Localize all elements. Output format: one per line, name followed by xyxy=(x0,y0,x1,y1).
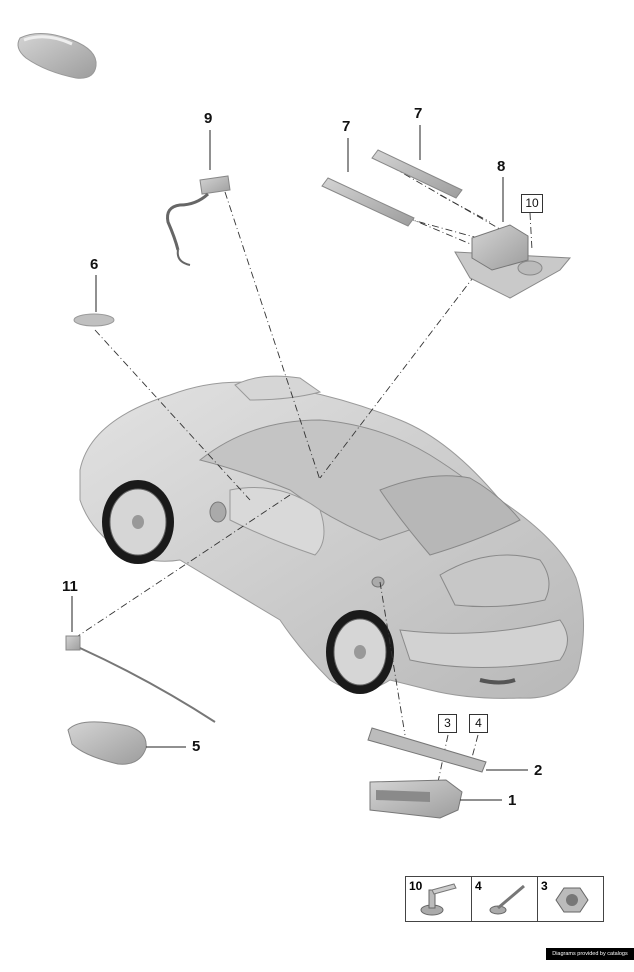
callout-7-left: 7 xyxy=(342,118,351,135)
callout-2: 2 xyxy=(534,762,543,779)
nut-icon xyxy=(555,887,589,913)
antenna-cable-part-9 xyxy=(166,175,231,266)
legend-num-10: 10 xyxy=(409,879,423,893)
legend-num-4: 4 xyxy=(475,879,482,893)
cover-part-5 xyxy=(67,721,147,765)
rear-wheel xyxy=(326,610,394,694)
control-unit-part-8 xyxy=(454,224,572,299)
callout-1: 1 xyxy=(508,792,517,809)
legend-cell-10: 10 xyxy=(406,877,472,921)
bracket-part-2 xyxy=(367,727,487,773)
bolt-with-washer-icon xyxy=(420,883,457,916)
key-fob-icon xyxy=(17,33,97,79)
callout-6: 6 xyxy=(90,256,99,273)
module-part-1 xyxy=(369,779,463,819)
boxed-ref-3: 3 xyxy=(438,714,457,733)
antenna-rod-part-7-upper xyxy=(371,149,463,199)
callout-5: 5 xyxy=(192,738,201,755)
boxed-ref-10: 10 xyxy=(521,194,543,213)
callout-11: 11 xyxy=(62,578,78,595)
car-body xyxy=(79,375,584,699)
hardware-legend: 10 4 3 xyxy=(405,876,604,922)
antenna-rod-part-7-lower xyxy=(321,177,415,227)
pad-part-6 xyxy=(73,313,115,327)
footer-credit: Diagrams provided by catalogs parts xyxy=(546,948,634,969)
legend-cell-3: 3 xyxy=(538,877,603,921)
callout-7-right: 7 xyxy=(414,105,423,122)
legend-cell-4: 4 xyxy=(472,877,538,921)
legend-num-3: 3 xyxy=(541,879,548,893)
label-lines xyxy=(71,125,528,801)
front-wheel xyxy=(102,480,174,564)
push-rivet-icon xyxy=(489,884,525,915)
callout-9: 9 xyxy=(204,110,213,127)
boxed-ref-4: 4 xyxy=(469,714,488,733)
callout-8: 8 xyxy=(497,158,506,175)
sensor-wire-part-11 xyxy=(65,635,216,723)
